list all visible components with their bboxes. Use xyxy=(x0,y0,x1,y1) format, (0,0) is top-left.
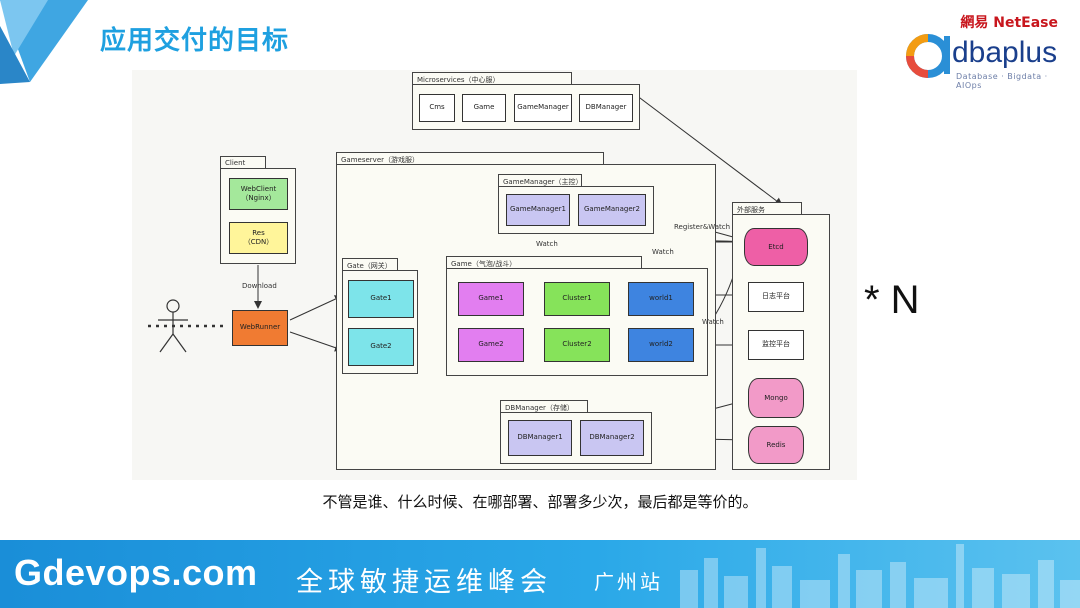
download-label: Download xyxy=(242,282,277,290)
multiplier-text: * N xyxy=(864,278,920,322)
external-cylinder: Etcd xyxy=(744,228,808,266)
watch-label: Watch xyxy=(652,248,674,256)
footer-banner: Gdevops.com 全球敏捷运维峰会 广州站 xyxy=(0,540,1080,608)
game-node: world1 xyxy=(628,282,694,316)
db-node: DBManager1 xyxy=(508,420,572,456)
register-watch-label: Register&Watch xyxy=(674,223,731,231)
db-node: DBManager2 xyxy=(580,420,644,456)
watch-label: Watch xyxy=(536,240,558,248)
game-node: Game2 xyxy=(458,328,524,362)
center-node: GameManager xyxy=(514,94,572,122)
package-game: Game（气泡/战斗） xyxy=(446,256,642,269)
game-node: world2 xyxy=(628,328,694,362)
center-node: Game xyxy=(462,94,506,122)
brand-triangle-icon xyxy=(0,0,88,84)
external-cylinder: Mongo xyxy=(748,378,804,418)
center-node: Cms xyxy=(419,94,455,122)
res-node: Res （CDN） xyxy=(229,222,288,254)
package-external: 外部服务 xyxy=(732,202,802,215)
external-cylinder: Redis xyxy=(748,426,804,464)
footer-event: 全球敏捷运维峰会 xyxy=(296,567,552,598)
page-title: 应用交付的目标 xyxy=(100,26,290,56)
center-node: DBManager xyxy=(579,94,633,122)
external-node: 监控平台 xyxy=(748,330,804,360)
gate-node: Gate1 xyxy=(348,280,414,318)
brand-tagline: Database · Bigdata · AIOps xyxy=(956,72,1048,90)
footer-site: Gdevops.com xyxy=(14,552,258,593)
footer-city: 广州站 xyxy=(594,570,663,594)
webclient-node: WebClient （Nginx） xyxy=(229,178,288,210)
game-node: Game1 xyxy=(458,282,524,316)
brand-logo: 網易 NetEase dbaplus Database · Bigdata · … xyxy=(900,8,1070,90)
user-actor-icon xyxy=(158,299,188,353)
game-node: Cluster2 xyxy=(544,328,610,362)
gate-node: Gate2 xyxy=(348,328,414,366)
package-gamemanager: GameManager（主控） xyxy=(498,174,582,187)
slide-caption: 不管是谁、什么时候、在哪部署、部署多少次，最后都是等价的。 xyxy=(322,493,758,511)
game-node: Cluster1 xyxy=(544,282,610,316)
netease-logo: 網易 NetEase xyxy=(960,15,1058,31)
package-client: Client xyxy=(220,156,266,169)
watch-label: Watch xyxy=(702,318,724,326)
package-gate: Gate（网关） xyxy=(342,258,398,271)
city-skyline-icon xyxy=(680,544,1080,608)
external-node: 日志平台 xyxy=(748,282,804,312)
gm-node: GameManager1 xyxy=(506,194,570,226)
package-center: Microservices（中心服） xyxy=(412,72,572,85)
dbaplus-icon xyxy=(906,34,950,78)
dbaplus-wordmark: dbaplus xyxy=(952,36,1058,69)
package-dbmanager: DBManager（存储） xyxy=(500,400,588,413)
package-gameserver: Gameserver（游戏服） xyxy=(336,152,604,165)
webrunner-node: WebRunner xyxy=(232,310,288,346)
architecture-diagram: Microservices（中心服） Cms Game GameManager … xyxy=(132,70,857,480)
gm-node: GameManager2 xyxy=(578,194,646,226)
